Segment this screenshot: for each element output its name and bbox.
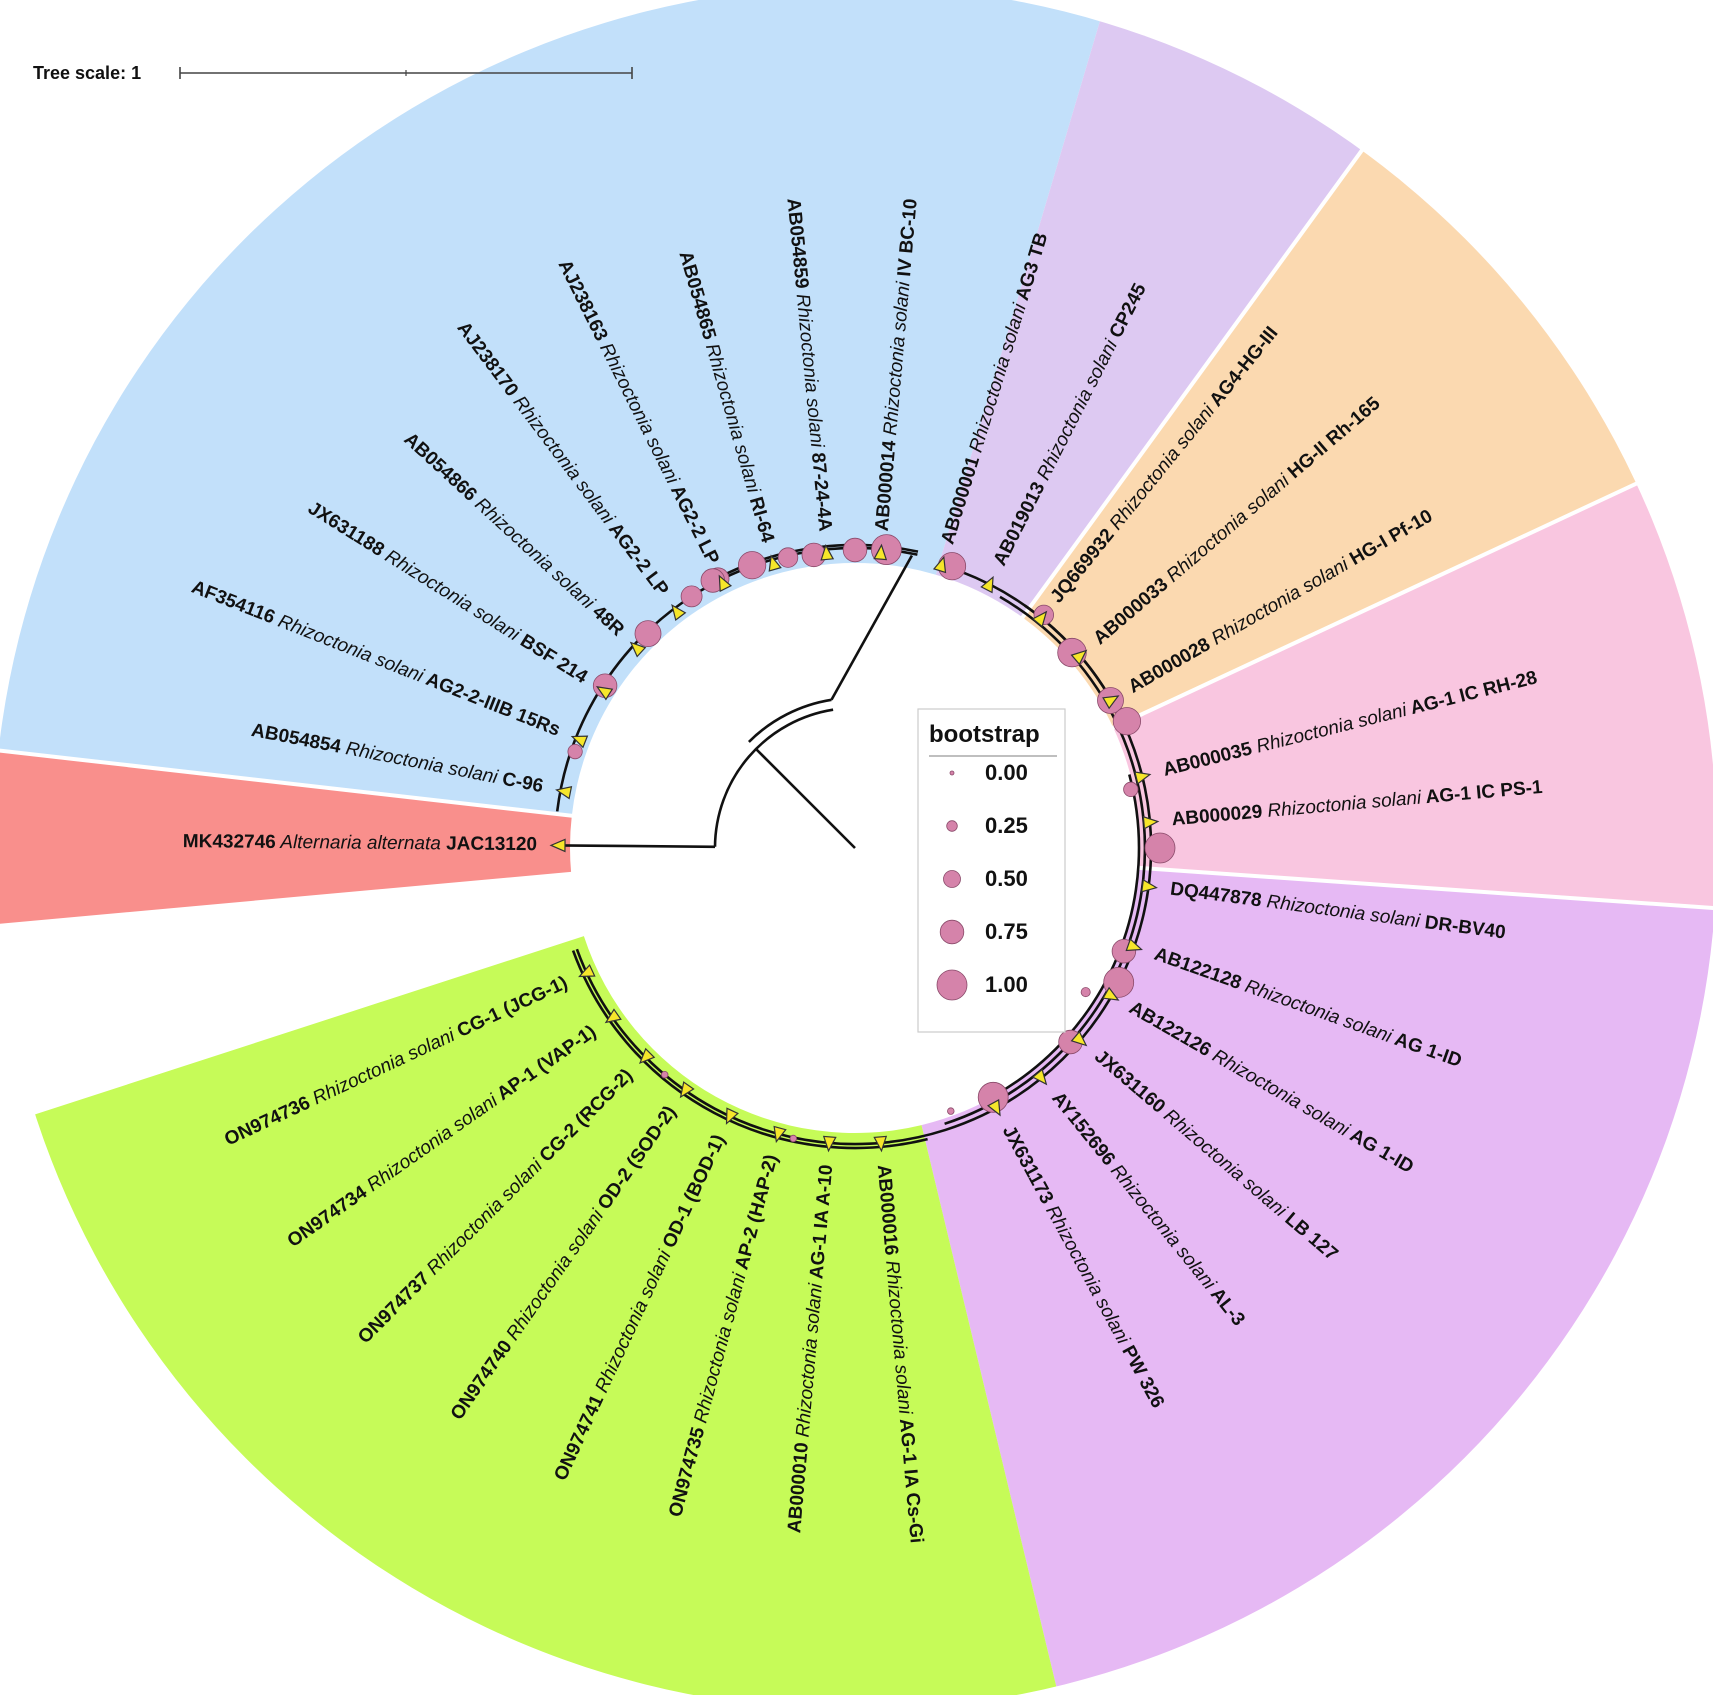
legend-label: 0.75 xyxy=(985,919,1028,944)
leaf-tip-marker xyxy=(768,554,782,572)
leaf-tip-marker xyxy=(873,543,888,561)
clade-band-red xyxy=(0,750,572,926)
leaf-tip-marker xyxy=(873,1135,888,1153)
bootstrap-node xyxy=(680,585,703,608)
leaf-tip-marker xyxy=(1070,1030,1088,1047)
bootstrap-node xyxy=(1080,987,1091,998)
leaf-label-gen: Alternaria xyxy=(276,832,362,854)
leaf-tip-marker xyxy=(1070,649,1088,666)
legend-swatch xyxy=(939,919,965,945)
bootstrap-legend: bootstrap 0.00 0.25 0.50 0.75 1.00 xyxy=(917,708,1066,1033)
branch-2 xyxy=(755,748,856,849)
clade-gap-0 xyxy=(0,870,587,928)
branch-3 xyxy=(747,698,832,743)
leaf-tip-marker xyxy=(820,543,835,561)
leaf-tip-marker xyxy=(679,1081,695,1099)
leaf-tip-marker xyxy=(549,838,566,853)
clade-gap-2 xyxy=(1012,118,1386,631)
leaf-tip-marker xyxy=(578,964,596,978)
leaf-label: MK432746 Alternaria alternata JAC13120 xyxy=(183,831,537,855)
clade-gap-4 xyxy=(1124,864,1713,911)
clade-band-purple xyxy=(921,867,1713,1695)
leaf-label-acc: MK432746 xyxy=(183,831,276,853)
leaf-tip-marker xyxy=(629,641,647,658)
leaf-tip-marker xyxy=(604,1008,622,1024)
leaf-tip-marker xyxy=(932,555,947,574)
bootstrap-node xyxy=(1112,707,1142,736)
bootstrap-node xyxy=(567,743,583,760)
leaf-tip-marker xyxy=(1102,695,1120,710)
leaf-label-strain: JAC13120 xyxy=(441,833,537,855)
tree-scale-bar: Tree scale: 1 xyxy=(33,63,633,83)
leaf-label-sp: solani xyxy=(889,280,915,337)
legend-title: bootstrap xyxy=(929,721,1040,748)
leaf-tip-marker xyxy=(1031,610,1048,628)
legend-swatch xyxy=(946,820,958,832)
bootstrap-node xyxy=(801,542,827,568)
leaf-label-sp: solani xyxy=(890,1359,916,1416)
bootstrap-node xyxy=(789,1134,797,1143)
clade-gap-3 xyxy=(1098,465,1672,736)
legend-label: 0.00 xyxy=(985,760,1028,785)
leaf-tip-marker xyxy=(986,1099,1001,1117)
leaf-tip-marker xyxy=(1142,815,1160,830)
legend-items: 0.00 0.25 0.50 0.75 1.00 xyxy=(936,760,1028,1001)
clade-band-pink xyxy=(1113,467,1713,909)
branch-1 xyxy=(558,844,716,849)
leaf-tip-marker xyxy=(555,785,573,800)
leaf-tip-marker xyxy=(980,575,994,594)
leaf-tip-marker xyxy=(1125,938,1143,952)
branch-0 xyxy=(713,708,834,847)
bootstrap-node xyxy=(777,547,799,568)
leaf-label-sp: solani xyxy=(801,1282,827,1339)
legend-label: 0.25 xyxy=(985,813,1028,838)
bootstrap-node xyxy=(842,537,868,563)
bootstrap-node xyxy=(1144,832,1176,864)
bootstrap-node xyxy=(634,620,662,647)
clade-band-lavender xyxy=(935,0,1384,618)
legend-label: 1.00 xyxy=(985,972,1028,997)
branch-6 xyxy=(830,554,914,701)
leaf-tip-marker xyxy=(725,1107,739,1125)
leaf-tip-marker xyxy=(1141,878,1158,893)
leaf-tip-markers xyxy=(549,543,1160,1153)
leaf-tip-marker xyxy=(718,574,733,593)
leaf-tip-marker xyxy=(570,735,589,749)
branch-10 xyxy=(571,950,928,1150)
leaf-tip-marker xyxy=(1134,771,1152,785)
leaf-tip-marker xyxy=(595,686,614,701)
leaf-tip-marker xyxy=(671,603,687,622)
clade-gap-1 xyxy=(0,748,587,820)
legend-swatch xyxy=(936,969,968,1001)
leaf-tip-marker xyxy=(822,1135,837,1153)
legend-swatch xyxy=(943,870,961,888)
bootstrap-node xyxy=(661,1070,669,1079)
leaf-tip-marker xyxy=(638,1047,656,1065)
bootstrap-node xyxy=(977,1081,1009,1113)
leaf-label-sp: solani xyxy=(1366,787,1423,813)
bootstrap-node-markers xyxy=(567,534,1176,1143)
leaf-tip-marker xyxy=(773,1125,787,1144)
tree-scale-label: Tree scale: 1 xyxy=(33,63,141,83)
legend-label: 0.50 xyxy=(985,866,1028,891)
leaf-label-sp: alternata xyxy=(362,833,441,855)
leaf-tip-marker xyxy=(1102,986,1120,1001)
bootstrap-node xyxy=(737,551,767,580)
legend-swatch xyxy=(949,770,955,776)
leaf-tip-marker xyxy=(1031,1068,1048,1086)
bootstrap-node xyxy=(947,1107,955,1115)
bootstrap-node xyxy=(1123,781,1139,798)
